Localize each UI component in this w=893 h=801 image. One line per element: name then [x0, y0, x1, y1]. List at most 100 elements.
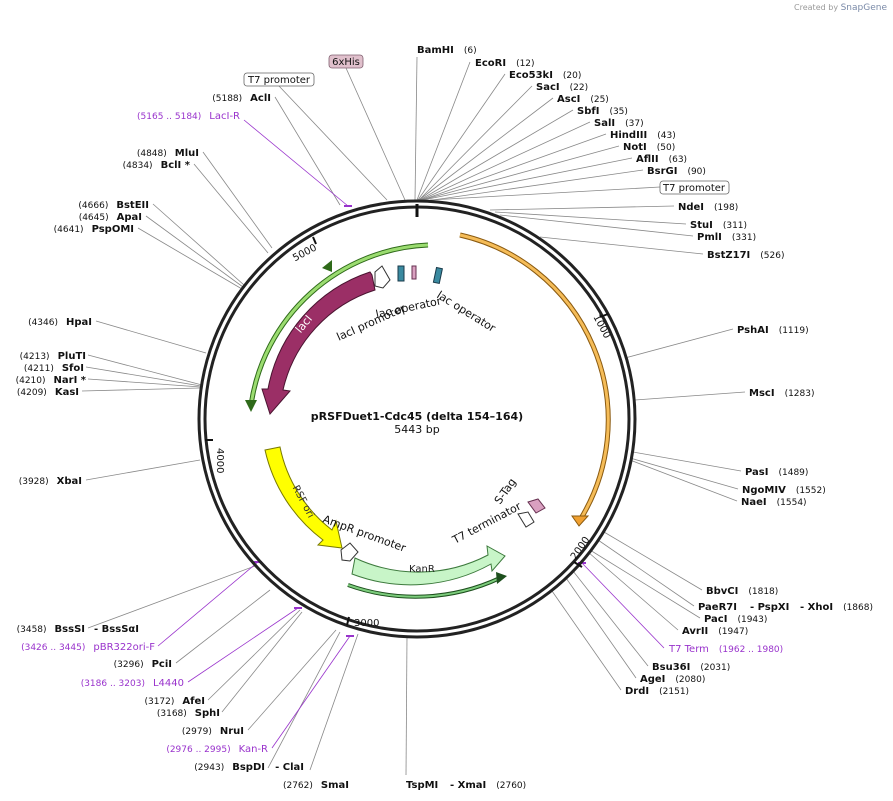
t7-terminator-label: T7 terminator — [449, 499, 523, 547]
site-leader-line — [414, 56, 418, 201]
lac-operator-1 — [397, 265, 405, 282]
plasmid-length: 5443 bp — [394, 423, 439, 436]
site-leader-line — [152, 203, 245, 286]
svg-text:6xHis: 6xHis — [332, 57, 360, 68]
t7-promoter-box-right: T7 promoter — [659, 180, 730, 195]
site-leader-line — [489, 205, 675, 211]
site-leader-line — [419, 109, 574, 201]
restriction-site-label: - XhoI(1868) — [800, 602, 873, 613]
primer-label: (5165 .. 5184)LacI-R — [137, 111, 240, 122]
restriction-site-label: HindIII(43) — [610, 130, 676, 141]
site-leader-line — [420, 121, 591, 201]
site-leader-line — [85, 366, 202, 387]
orf-arrowhead-green-left — [245, 400, 257, 412]
restriction-site-label: (4834)BclI * — [123, 160, 191, 171]
tick-4000: 4000 — [205, 439, 225, 473]
restriction-site-label: AflII(63) — [636, 154, 687, 165]
restriction-site-label: AvrII(1947) — [682, 626, 748, 637]
lacI-promoter-arrow — [374, 265, 391, 289]
lac-operator-label-2: lac operator — [434, 289, 498, 336]
primer-leader-line — [243, 119, 349, 207]
ampr-promoter-arrow — [340, 542, 359, 562]
restriction-site-label: DrdI(2151) — [625, 686, 689, 697]
restriction-site-label: SalI(37) — [594, 118, 644, 129]
site-leader-line — [632, 451, 742, 472]
site-leader-line — [207, 609, 301, 701]
site-leader-line — [175, 589, 271, 664]
restriction-site-label: (2943)BspDI — [194, 762, 265, 773]
restriction-site-label: Bsu36I(2031) — [652, 662, 730, 673]
site-leader-line — [539, 236, 704, 255]
site-leader-line — [202, 151, 273, 249]
site-leader-line — [422, 157, 633, 201]
lac-operator-label-1: lac operator — [375, 294, 443, 321]
s-tag-arrow — [527, 498, 546, 514]
orf-arrowhead-orange — [571, 515, 590, 527]
restriction-site-label: SbfI(35) — [577, 106, 628, 117]
restriction-site-label: (4213)PluTI — [20, 351, 86, 362]
site-leader-line — [565, 577, 637, 679]
restriction-site-label: TspMI — [406, 780, 438, 791]
restriction-site-label: (3458)BssSI — [17, 624, 85, 635]
site-leader-line — [309, 633, 359, 771]
site-leader-line — [405, 635, 408, 776]
restriction-site-label: (4641)PspOMI — [54, 224, 134, 235]
restriction-site-label: PmlI(331) — [697, 232, 756, 243]
restriction-site-label: BstZ17I(526) — [707, 250, 784, 261]
restriction-site-label: - XmaI(2760) — [450, 780, 526, 791]
t7-promoter-box-top: T7 promoter — [243, 72, 315, 87]
orf-arc-orange — [459, 232, 611, 522]
site-leader-line — [634, 391, 746, 401]
leader-lines — [81, 56, 746, 776]
snapgene-watermark: Created by SnapGene — [794, 3, 887, 13]
tick-label-4000: 4000 — [214, 448, 225, 473]
primer-leader-line — [581, 562, 665, 649]
feature-rsf-ori — [264, 446, 343, 549]
restriction-site-label: EcoRI(12) — [475, 58, 535, 69]
site-leader-line — [85, 459, 201, 481]
restriction-site-label: (3296)PciI — [114, 659, 172, 670]
restriction-site-label: AscI(25) — [557, 94, 609, 105]
tick-label-2000: 2000 — [569, 535, 593, 562]
restriction-site-label: NdeI(198) — [678, 202, 738, 213]
primer-label: (3186 .. 3203)L4440 — [81, 678, 184, 689]
primer-label: (2976 .. 2995)Kan-R — [166, 744, 268, 755]
site-leader-line — [624, 328, 734, 359]
orf-arc-green-left-inner — [249, 243, 429, 406]
tick-5000: 5000 — [291, 236, 319, 264]
restriction-site-label: (4210)NarI * — [16, 375, 87, 386]
site-leader-line — [193, 163, 269, 254]
restriction-site-label: PaeR7I — [698, 602, 737, 613]
restriction-site-label: NaeI(1554) — [741, 497, 807, 508]
site-leader-line — [572, 570, 649, 667]
plasmid-name: pRSFDuet1-Cdc45 (delta 154–164) — [311, 410, 523, 423]
restriction-site-label: (4645)ApaI — [79, 212, 142, 223]
site-leader-line — [87, 378, 202, 388]
site-leader-line — [145, 215, 244, 288]
orf-arc-green-bottom-inner — [347, 577, 501, 598]
restriction-site-label: MscI(1283) — [749, 388, 815, 399]
site-leader-line — [418, 97, 554, 201]
restriction-site-label: (3928)XbaI — [19, 476, 82, 487]
restriction-site-label: PshAI(1119) — [737, 325, 809, 336]
site-leader-line — [418, 85, 533, 201]
site-leader-line — [597, 539, 695, 607]
restriction-site-label: PacI(1943) — [704, 614, 767, 625]
restriction-site-label: NgoMIV(1552) — [742, 485, 826, 496]
restriction-site-label: - BssSαI — [94, 624, 139, 635]
site-leader-line — [629, 459, 738, 502]
his-tag-box-label: 6xHis — [328, 54, 364, 69]
site-leader-line — [95, 320, 207, 354]
backbone-outer-ring — [197, 199, 637, 639]
site-leader-line — [425, 169, 644, 202]
restriction-site-label: BsrGI(90) — [647, 166, 706, 177]
primer-label: (3426 .. 3445)pBR322ori-F — [21, 642, 155, 653]
restriction-site-label: - ClaI — [275, 762, 304, 773]
restriction-site-label: BamHI(6) — [417, 45, 477, 56]
site-leader-line — [416, 61, 471, 201]
primer-leader-line — [187, 607, 299, 683]
site-leader-line — [421, 133, 607, 201]
site-leader-line — [87, 354, 203, 386]
restriction-site-label: (5188)AclI — [212, 93, 271, 104]
